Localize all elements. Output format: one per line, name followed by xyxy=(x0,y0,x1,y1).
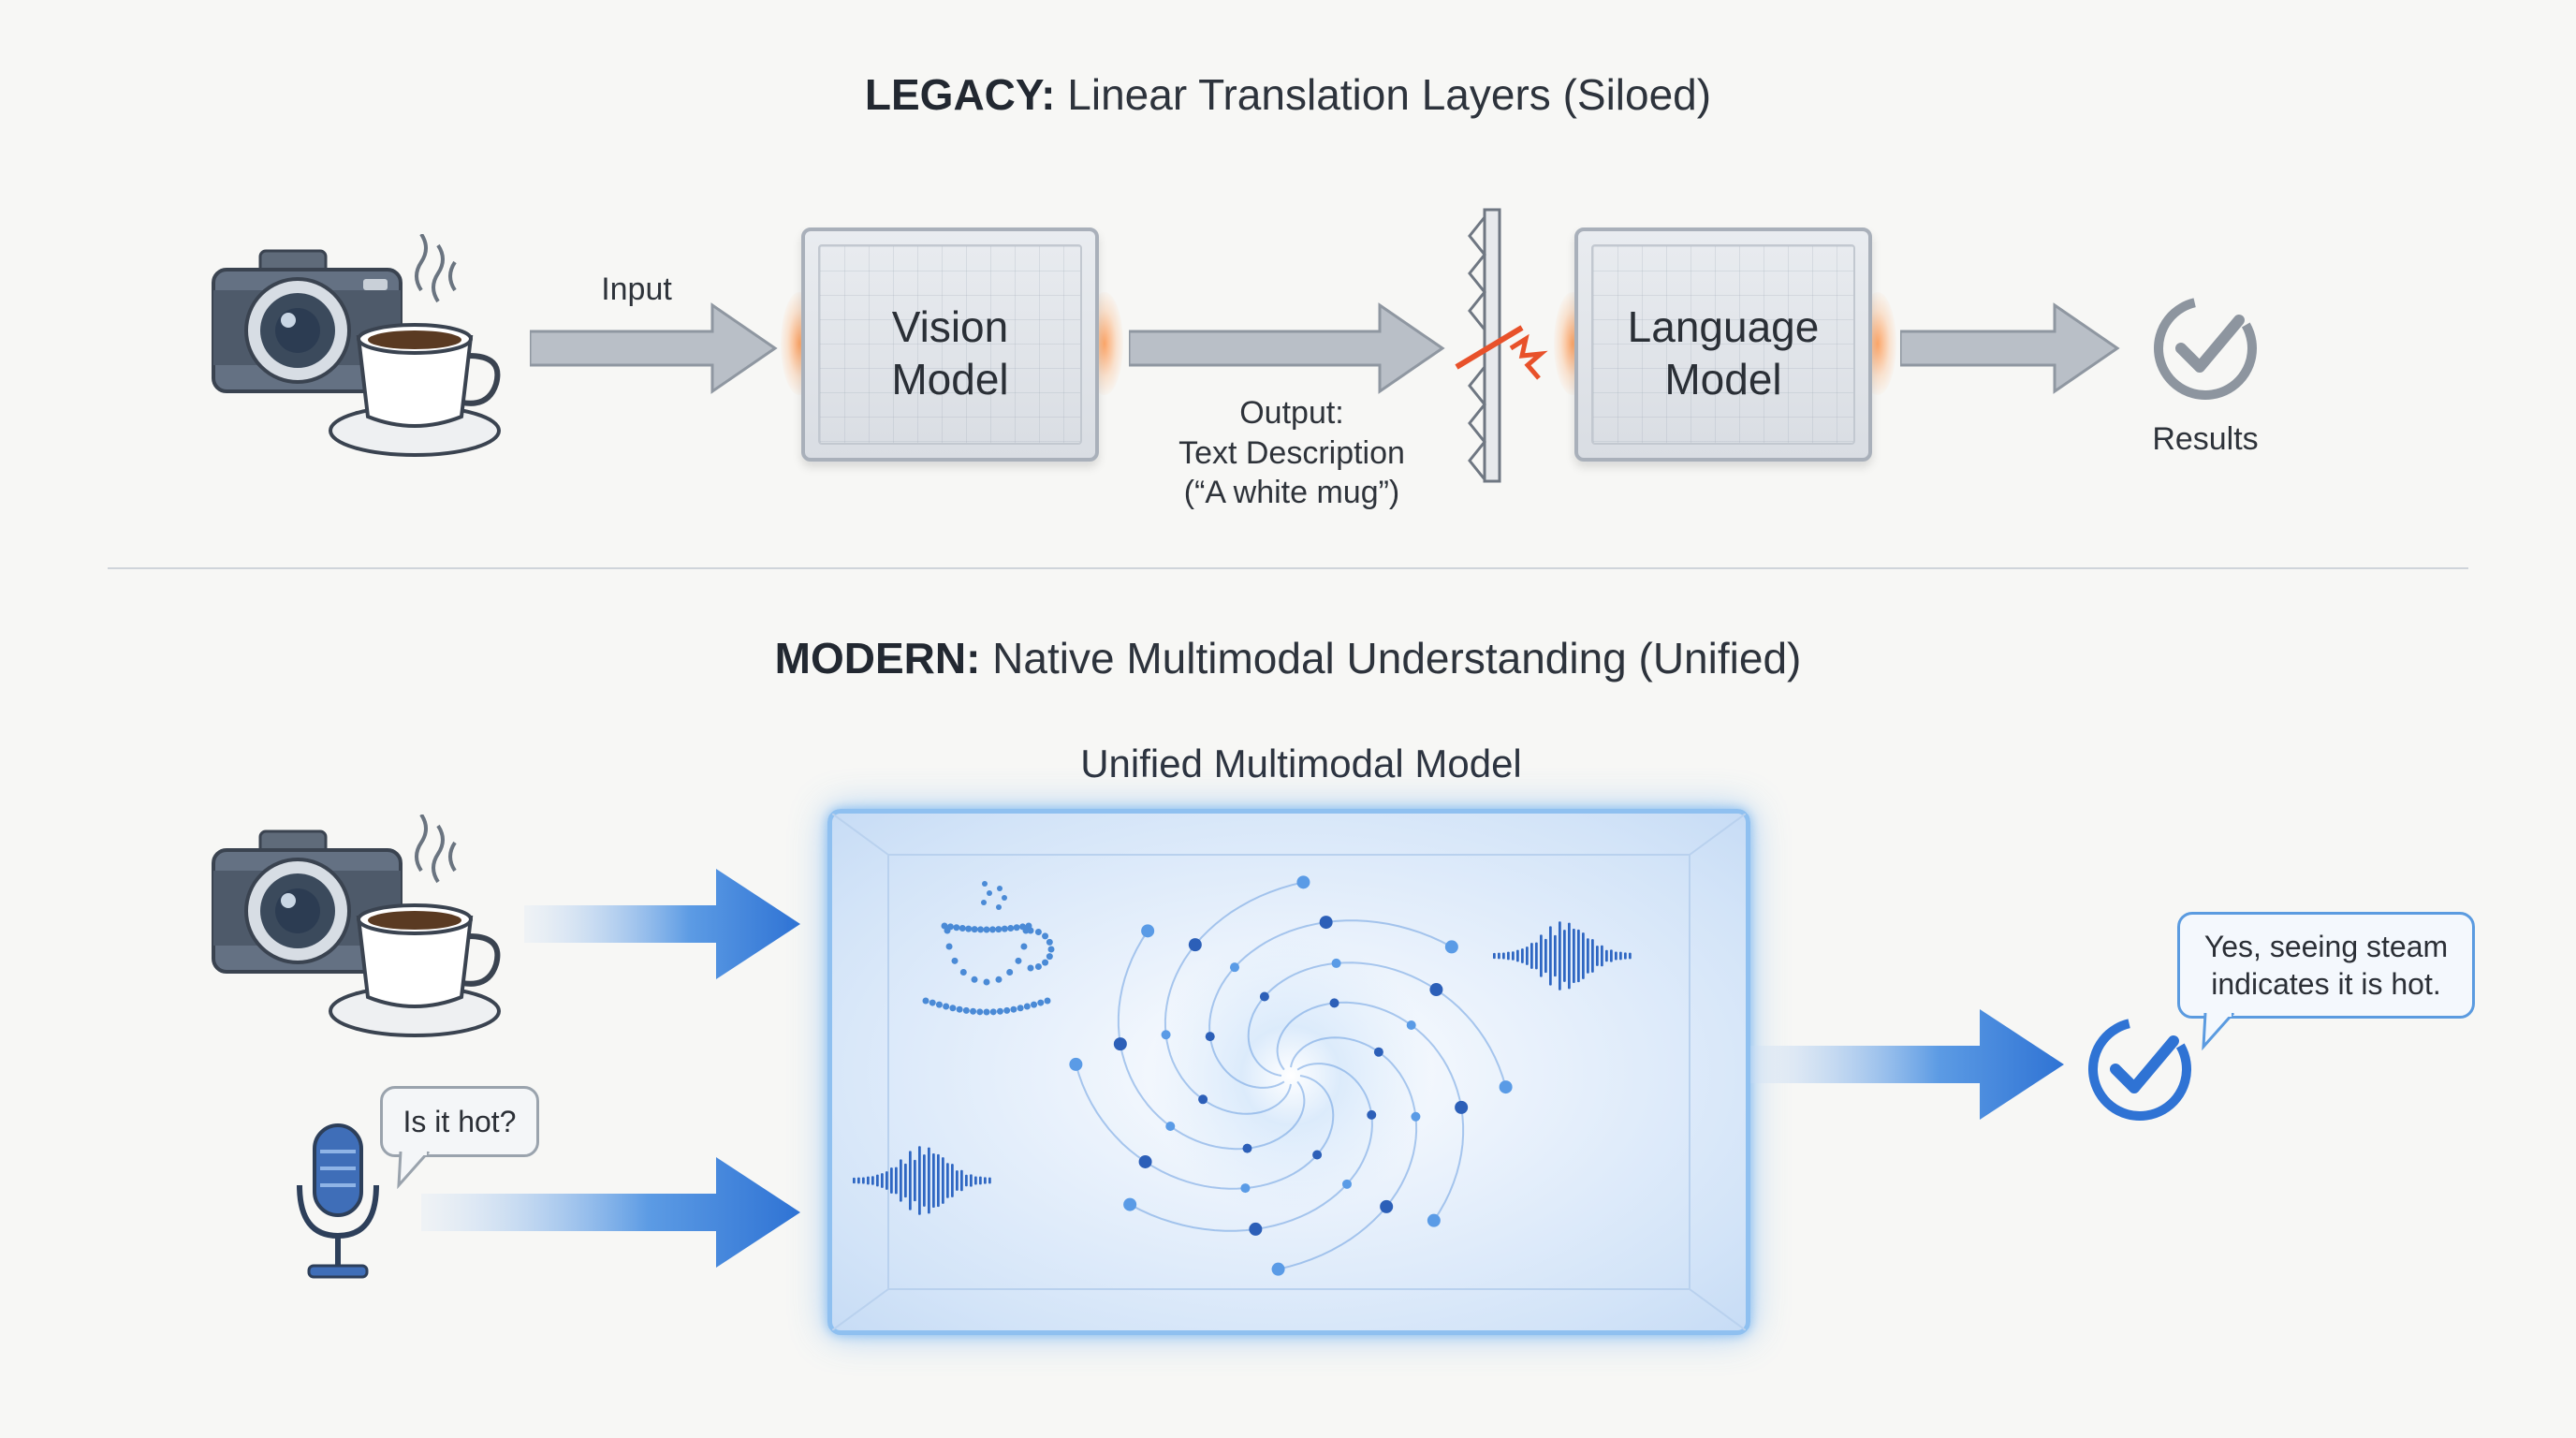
legacy-arrow-3 xyxy=(1900,302,2120,394)
vision-model-line1: Vision xyxy=(891,302,1009,351)
results-label: Results xyxy=(2152,421,2259,457)
coffee-cup-icon xyxy=(329,814,501,1037)
output-line1: Output: xyxy=(1239,395,1344,431)
legacy-arrow-2 xyxy=(1129,302,1445,394)
coffee-cup-icon xyxy=(329,234,501,457)
legacy-arrow-1 xyxy=(530,302,778,394)
output-line2: Text Description xyxy=(1178,434,1405,471)
language-model-box: Language Model xyxy=(1574,227,1872,462)
vision-model-box: Vision Model xyxy=(801,227,1099,462)
question-bubble-text: Is it hot? xyxy=(402,1105,517,1138)
microphone-icon xyxy=(297,1123,379,1279)
question-bubble-tail xyxy=(397,1152,431,1189)
answer-line2: indicates it is hot. xyxy=(2211,967,2441,1001)
output-label: Output: Text Description (“A white mug”) xyxy=(1151,393,1432,513)
language-model-line1: Language xyxy=(1627,302,1820,351)
unified-model-box xyxy=(827,809,1750,1335)
check-circle-icon xyxy=(2088,1018,2191,1121)
unified-model-title: Unified Multimodal Model xyxy=(1080,741,1522,785)
coffee-cup-icon xyxy=(922,881,1055,1016)
answer-bubble-tail xyxy=(2202,1013,2235,1050)
answer-line1: Yes, seeing steam xyxy=(2203,930,2449,963)
swirl-icon xyxy=(1069,875,1513,1276)
modern-arrow-output xyxy=(1750,1009,2064,1120)
answer-bubble: Yes, seeing steam indicates it is hot. xyxy=(2177,912,2475,1019)
sound-wave-icon xyxy=(1493,921,1632,990)
modern-arrow-image xyxy=(524,869,800,979)
input-label: Input xyxy=(601,271,672,307)
section-divider xyxy=(108,567,2468,569)
vision-model-line2: Model xyxy=(891,355,1009,404)
camera-icon xyxy=(212,829,402,974)
broken-wall-icon xyxy=(1455,208,1548,483)
output-line3: (“A white mug”) xyxy=(1183,475,1400,510)
camera-cup-illustration-modern xyxy=(212,814,501,1037)
language-model-line2: Model xyxy=(1664,355,1782,404)
sound-wave-icon xyxy=(853,1146,991,1215)
question-bubble: Is it hot? xyxy=(380,1086,539,1157)
modern-title-bold: MODERN: xyxy=(774,634,981,682)
modern-title: MODERN: Native Multimodal Understanding … xyxy=(0,633,2576,683)
unified-model-content xyxy=(832,814,1746,1330)
legacy-title-rest: Linear Translation Layers (Siloed) xyxy=(1055,70,1712,119)
legacy-title-bold: LEGACY: xyxy=(864,70,1056,119)
legacy-title: LEGACY: Linear Translation Layers (Siloe… xyxy=(0,69,2576,120)
modern-title-rest: Native Multimodal Understanding (Unified… xyxy=(980,634,1802,682)
modern-arrow-audio xyxy=(421,1157,800,1268)
check-circle-icon xyxy=(2154,297,2257,400)
camera-cup-illustration xyxy=(212,234,501,457)
